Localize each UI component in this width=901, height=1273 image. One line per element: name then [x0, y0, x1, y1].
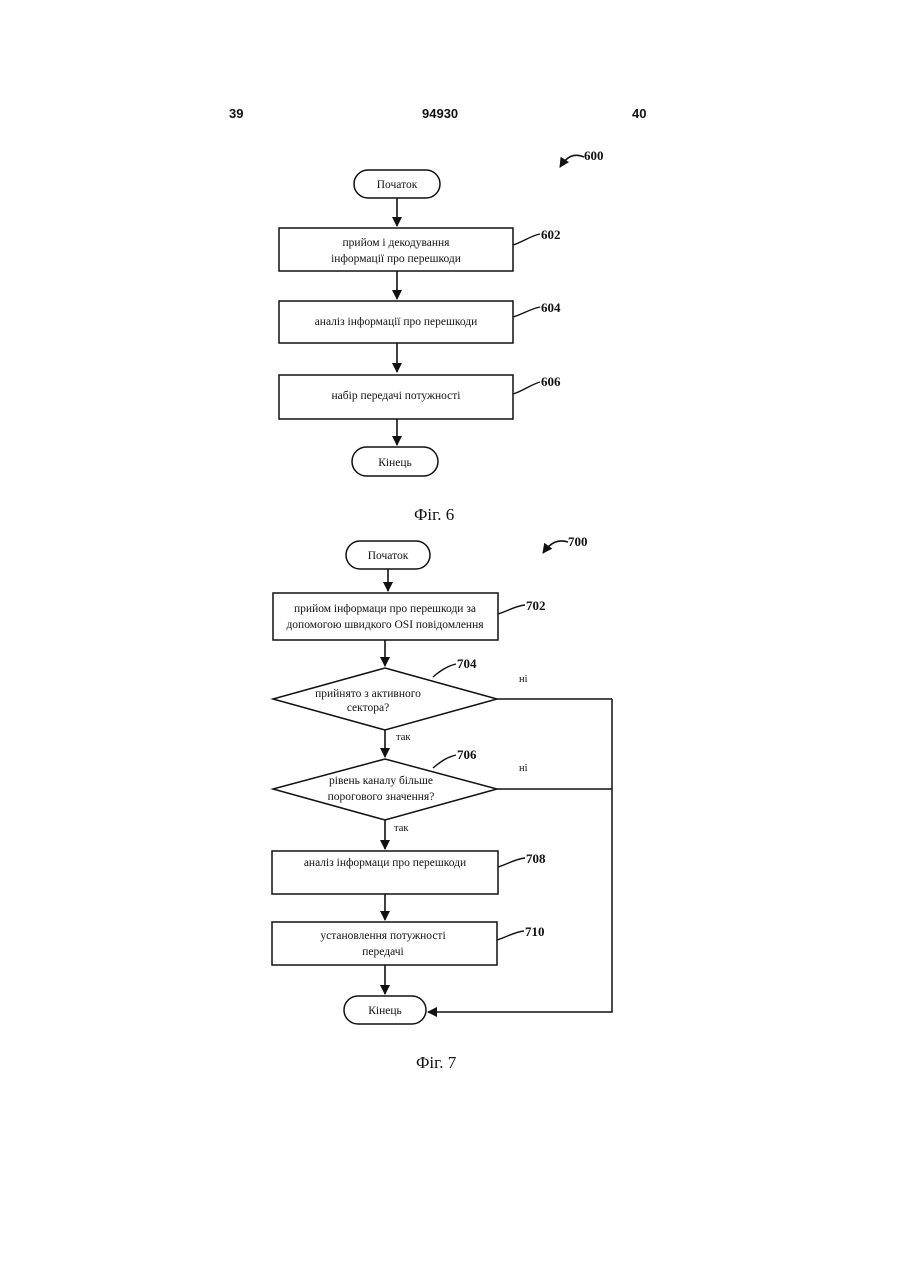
- fig6-step-604-label: аналіз інформації про перешкоди: [315, 316, 478, 328]
- fig7-decision-704-no-label: ні: [519, 674, 528, 685]
- fig6-ref-label: 600: [584, 148, 604, 163]
- fig7-step-708-label: аналіз інформаци про перешкоди: [304, 857, 466, 869]
- fig7-ref-708-leader: [498, 858, 525, 867]
- fig7-step-710: [272, 922, 497, 965]
- fig7-step-702: [273, 593, 498, 640]
- fig6-step-602-line2: інформації про перешкоди: [331, 253, 461, 265]
- fig7-ref-706-leader: [433, 755, 456, 768]
- fig6-ref-606-leader: [513, 382, 540, 394]
- fig7-end-label: Кінець: [368, 1005, 402, 1017]
- fig7-step-710-line1: установлення потужності: [320, 930, 445, 942]
- fig7-decision-706-line2: порогового значення?: [328, 791, 435, 803]
- fig7-ref-710: 710: [525, 924, 545, 939]
- fig7-step-702-line2: допомогою швидкого OSI повідомлення: [286, 619, 484, 631]
- fig7-step-702-line1: прийом інформаци про перешкоди за: [294, 603, 476, 615]
- fig7-decision-706: [273, 759, 497, 820]
- fig6-ref-606: 606: [541, 374, 561, 389]
- fig6-ref-602-leader: [513, 234, 540, 245]
- fig6-step-602-line1: прийом і декодування: [343, 237, 451, 249]
- fig7-decision-704-line1: прийнято з активного: [315, 688, 421, 700]
- fig7-step-710-line2: передачі: [362, 946, 403, 958]
- fig6-start-label: Початок: [377, 179, 418, 191]
- fig7-ref-706: 706: [457, 747, 477, 762]
- fig7-decision-706-no-label: ні: [519, 763, 528, 774]
- fig6-ref-604: 604: [541, 300, 561, 315]
- fig6-ref-604-leader: [513, 307, 540, 317]
- fig6-end-label: Кінець: [378, 457, 412, 469]
- fig7-decision-706-line1: рівень каналу більше: [329, 775, 433, 787]
- fig7-ref-702: 702: [526, 598, 546, 613]
- fig6-step-606-label: набір передачі потужності: [332, 390, 461, 402]
- fig7-decision-704-line2: сектора?: [347, 702, 389, 714]
- fig6-ref-602: 602: [541, 227, 561, 242]
- fig7-ref-702-leader: [498, 605, 525, 614]
- fig7-ref-708: 708: [526, 851, 546, 866]
- fig6-caption: Фіг. 6: [414, 505, 454, 525]
- fig7-ref-arrow: [543, 541, 568, 553]
- fig7-ref-710-leader: [497, 931, 524, 940]
- fig7-decision-704-yes-label: так: [396, 732, 411, 743]
- fig7-caption: Фіг. 7: [416, 1053, 456, 1073]
- figure-6: 600 Початок прийом і декодування інформа…: [279, 148, 604, 476]
- fig7-start-label: Початок: [368, 550, 409, 562]
- fig6-ref-arrow: [560, 155, 584, 167]
- fig7-ref-704-leader: [433, 664, 456, 677]
- fig7-ref-label: 700: [568, 534, 588, 549]
- figure-7: 700 Початок прийом інформаци про перешко…: [272, 534, 612, 1024]
- fig7-decision-706-yes-label: так: [394, 823, 409, 834]
- fig7-ref-704: 704: [457, 656, 477, 671]
